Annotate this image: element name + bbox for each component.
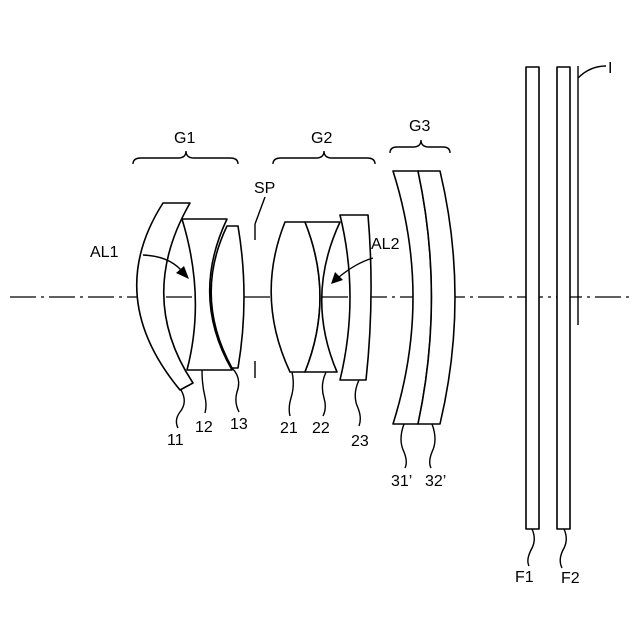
asphere-label-al2: AL2 [371, 236, 400, 253]
leader-21 [289, 372, 293, 416]
element-label-31: 31’ [391, 473, 412, 490]
leader-12 [202, 370, 206, 413]
element-label-22: 22 [312, 420, 330, 437]
filter-label-f1: F1 [515, 569, 534, 586]
leader-f1 [528, 529, 534, 566]
leader-23 [355, 380, 360, 426]
leader-22 [322, 372, 326, 416]
aperture-stop-label: SP [254, 180, 275, 197]
element-label-11: 11 [167, 432, 184, 449]
leader-f2 [560, 529, 566, 568]
al2-arrowhead [331, 272, 343, 284]
group-label-g1: G1 [174, 130, 195, 147]
leader-32 [430, 424, 435, 468]
leader-13 [232, 368, 239, 412]
asphere-label-al1: AL1 [90, 244, 119, 261]
group-label-g2: G2 [311, 130, 332, 147]
g2-brace [273, 151, 375, 164]
group-label-g3: G3 [409, 118, 430, 135]
image-plane-leader [578, 66, 606, 78]
element-label-32: 32’ [425, 473, 446, 490]
sp-leader [255, 197, 265, 224]
filter-f2 [557, 67, 570, 529]
leader-31 [401, 424, 406, 468]
element-label-21: 21 [280, 420, 298, 437]
element-label-13: 13 [230, 416, 248, 433]
filter-f1 [526, 67, 539, 529]
element-label-23: 23 [351, 433, 369, 450]
image-plane-label: I [608, 60, 612, 77]
g3-brace [390, 140, 450, 153]
element-label-12: 12 [195, 419, 213, 436]
g1-brace [133, 151, 238, 164]
leader-11 [176, 390, 184, 428]
filter-label-f2: F2 [561, 570, 580, 587]
